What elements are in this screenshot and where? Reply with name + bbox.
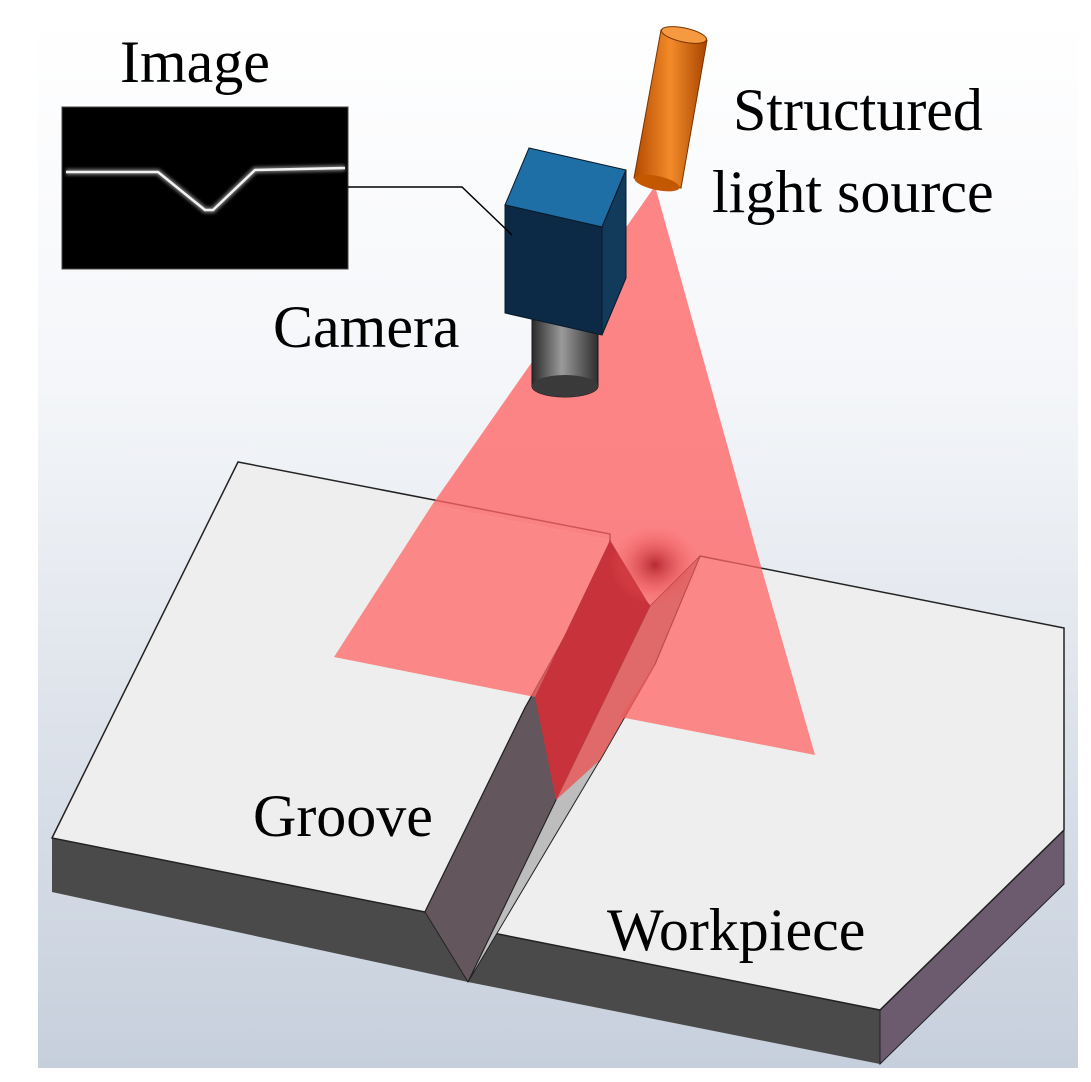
structured-light-source-icon — [633, 26, 708, 192]
workpiece-left-front-face — [52, 838, 468, 982]
label-light-source: light source — [712, 159, 994, 225]
label-workpiece: Workpiece — [607, 897, 865, 963]
laser-plane-upper — [432, 186, 762, 606]
camera-icon — [504, 147, 627, 398]
laser-plane-right-wing — [620, 556, 815, 755]
label-groove: Groove — [253, 783, 433, 849]
laser-plane — [334, 186, 815, 800]
laser-stripe-profile — [66, 166, 346, 212]
laser-hotspot — [610, 525, 700, 605]
captured-image-icon — [61, 106, 513, 270]
image-frame — [61, 106, 349, 270]
label-structured: Structured — [733, 77, 983, 143]
laser-plane-left-wing — [334, 505, 610, 697]
image-leader-line — [348, 186, 513, 236]
label-image: Image — [120, 29, 270, 95]
workpiece-right-front-face — [468, 928, 880, 1064]
label-camera: Camera — [273, 294, 460, 360]
laser-groove-left-wall — [535, 540, 650, 800]
laser-groove-right-wall — [556, 556, 700, 800]
